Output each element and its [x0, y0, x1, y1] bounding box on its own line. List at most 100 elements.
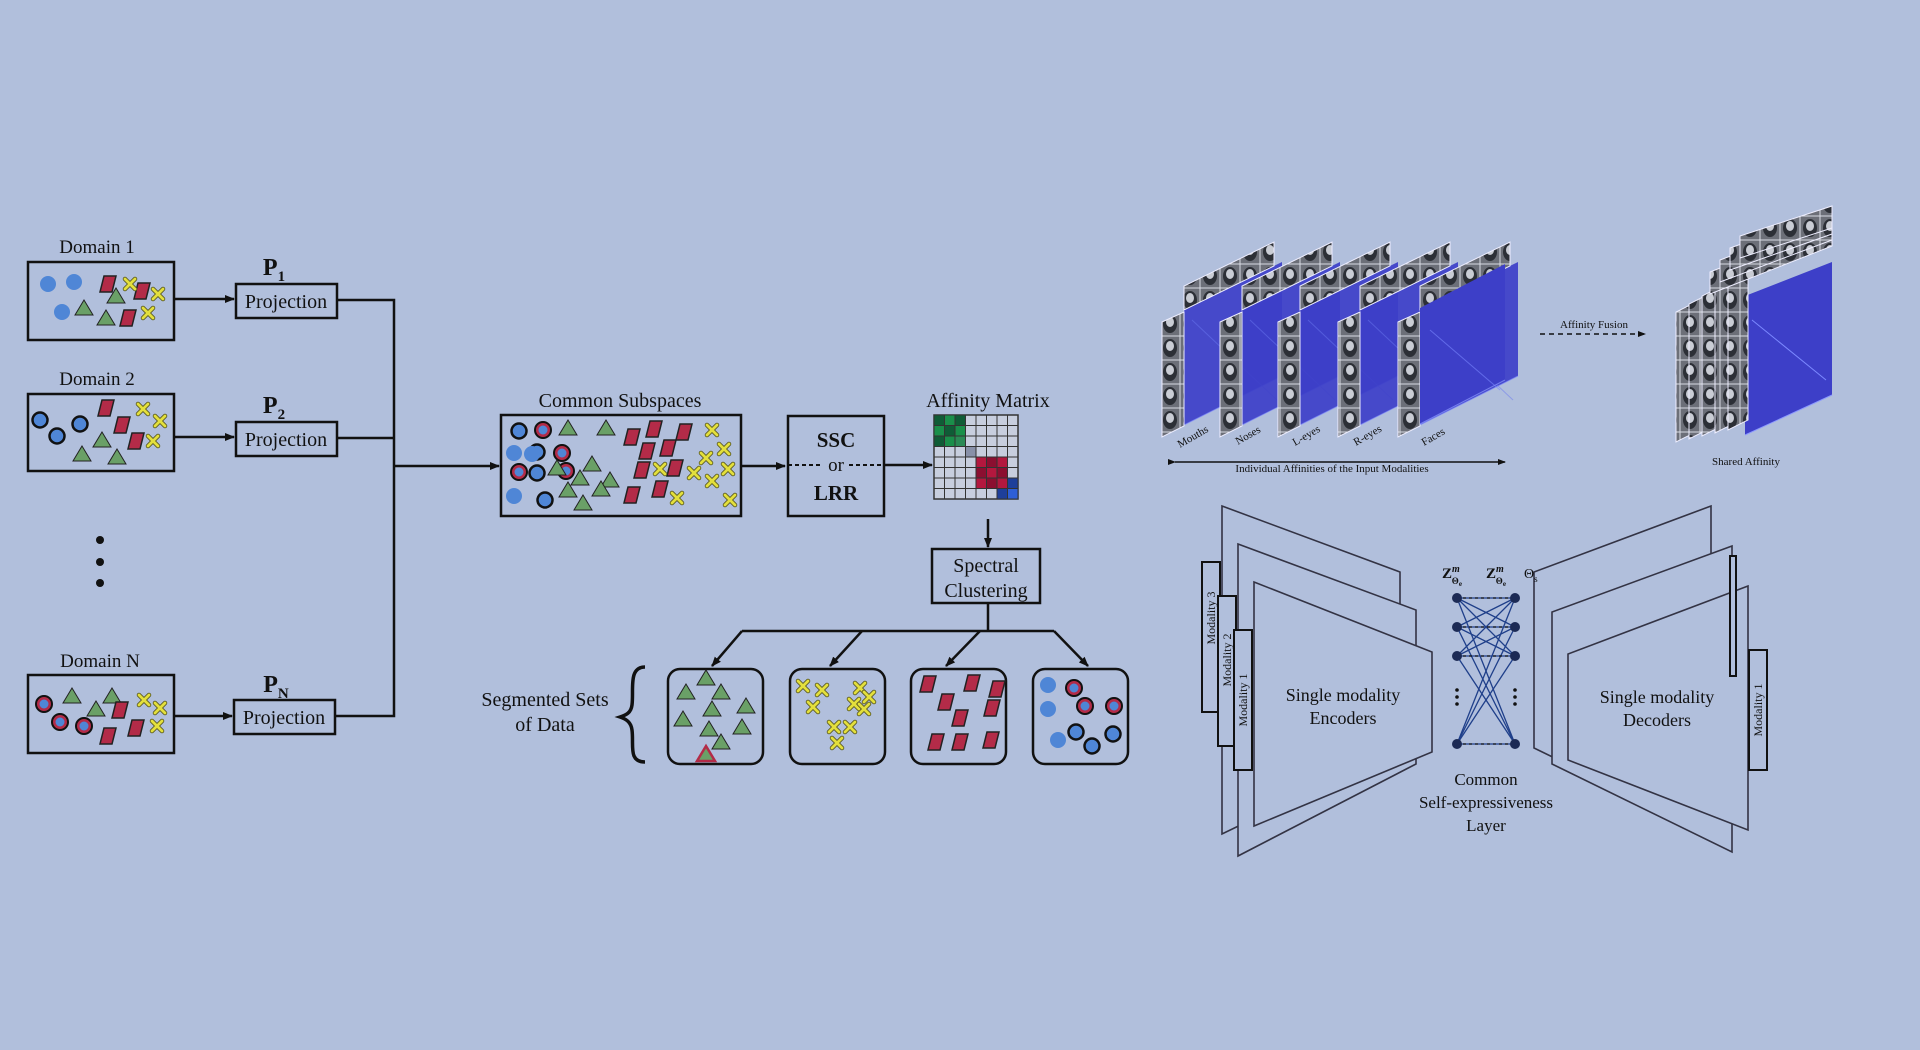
- parallelogram-glyph: [99, 727, 117, 745]
- circle-glyph: [48, 427, 66, 445]
- merge-connector: [335, 298, 396, 718]
- cross-glyph: [153, 701, 167, 715]
- network-ellipsis-dot: [1455, 702, 1459, 706]
- cross-glyph: [827, 720, 841, 734]
- spectral-clustering-box: [930, 547, 1042, 605]
- parallelogram-glyph: [638, 442, 656, 460]
- cross-glyph: [151, 287, 165, 301]
- encoder-label-line1: Single modality: [1286, 685, 1401, 705]
- matrix-cell: [965, 446, 976, 457]
- spectral-label-line1: Spectral: [953, 555, 1019, 577]
- common-layer-line1: Common: [1454, 770, 1518, 789]
- parallelogram-glyph: [97, 399, 115, 417]
- triangle-glyph: [72, 445, 92, 462]
- circle-glyph: [1083, 737, 1101, 755]
- modality-tab-1: [1233, 629, 1253, 771]
- individual-affinity-stack: [1161, 241, 1519, 438]
- circle-glyph-inner: [55, 717, 65, 727]
- cluster-branch-connector: [742, 603, 1054, 633]
- circle-glyph: [1104, 725, 1122, 743]
- projection-label-1: Projection: [245, 291, 327, 313]
- triangle-glyph: [711, 733, 731, 750]
- pn-label: PN: [263, 672, 289, 702]
- triangle-glyph: [582, 455, 602, 472]
- circle-glyph-inner: [538, 425, 548, 435]
- parallelogram-glyph: [982, 731, 1000, 749]
- self-expressive-network: [1452, 593, 1520, 749]
- projection-box-2: [234, 420, 339, 458]
- parallelogram-glyph: [645, 420, 663, 438]
- matrix-cell: [955, 436, 966, 447]
- matrix-cell: [934, 436, 945, 447]
- arrow-cluster-4: [1053, 630, 1089, 667]
- cross-glyph: [653, 462, 667, 476]
- modality-image-row: [1183, 241, 1275, 311]
- cross-glyph: [136, 402, 150, 416]
- domain-2-label: Domain 2: [59, 369, 134, 390]
- ssc-label: SSC: [817, 428, 856, 452]
- matrix-cell: [997, 488, 1008, 499]
- parallelogram-glyph: [623, 486, 641, 504]
- circle-glyph: [31, 411, 49, 429]
- circle-glyph: [510, 422, 528, 440]
- affinity-stack-panel: Mouths Noses L-eyes R-eyes Faces Individ…: [1161, 205, 1833, 475]
- parallelogram-glyph: [133, 282, 151, 300]
- circle-glyph: [1067, 723, 1085, 741]
- circle-glyph: [528, 464, 546, 482]
- circle-glyph: [40, 276, 56, 292]
- triangle-glyph: [711, 683, 731, 700]
- circle-glyph-inner: [1080, 701, 1090, 711]
- cross-glyph: [843, 720, 857, 734]
- parallelogram-glyph: [623, 428, 641, 446]
- cross-glyph: [796, 679, 810, 693]
- common-subspaces-label: Common Subspaces: [539, 390, 702, 412]
- parallelogram-glyph: [111, 701, 129, 719]
- affinity-diagonal: [1429, 329, 1501, 391]
- cross-glyph: [705, 474, 719, 488]
- triangle-glyph: [702, 700, 722, 717]
- cross-glyph: [847, 697, 861, 711]
- network-node: [1510, 593, 1520, 603]
- faces-affinity-face: [1420, 264, 1505, 424]
- parallelogram-glyph: [666, 459, 684, 477]
- matrix-cell: [944, 425, 955, 436]
- domain-1-shapes: [40, 274, 166, 327]
- network-node: [1452, 739, 1462, 749]
- triangle-glyph: [591, 480, 611, 497]
- triangle-glyph: [600, 471, 620, 488]
- ellipsis-dot: [96, 536, 104, 544]
- cross-glyph: [815, 683, 829, 697]
- parallelogram-glyph: [113, 416, 131, 434]
- modality-image-row: [1241, 241, 1333, 311]
- common-layer-line3: Layer: [1466, 816, 1506, 835]
- network-node: [1452, 593, 1462, 603]
- circle-glyph: [536, 491, 554, 509]
- matrix-cell: [1007, 488, 1018, 499]
- decoder-modality-tab-back: [1729, 555, 1737, 677]
- cluster-parallelograms-shapes: [919, 674, 1006, 751]
- or-label: or: [828, 455, 845, 476]
- circle-glyph-inner: [1069, 683, 1079, 693]
- autoencoder-panel: Modality 3 Modality 2 Modality 1 Single …: [1201, 504, 1768, 858]
- parallelogram-glyph: [937, 693, 955, 711]
- modality-image-column: [1219, 311, 1243, 438]
- modality-image-column: [1277, 311, 1301, 438]
- domain-n-label: Domain N: [60, 651, 140, 672]
- network-node: [1452, 622, 1462, 632]
- circle-glyph: [506, 445, 522, 461]
- triangle-glyph: [570, 469, 590, 486]
- cross-glyph: [721, 462, 735, 476]
- affinity-matrix-grid: [933, 414, 1019, 500]
- p1-label: P1: [263, 255, 285, 285]
- theta-s-label: Θs: [1524, 567, 1538, 584]
- cross-glyph: [862, 690, 876, 704]
- circle-glyph: [1040, 701, 1056, 717]
- ellipsis-dot: [96, 579, 104, 587]
- matrix-cell: [955, 415, 966, 426]
- matrix-cell: [997, 478, 1008, 489]
- matrix-cell: [976, 457, 987, 468]
- modality-tab-3-label: Modality 3: [1204, 592, 1218, 645]
- matrix-cell: [986, 478, 997, 489]
